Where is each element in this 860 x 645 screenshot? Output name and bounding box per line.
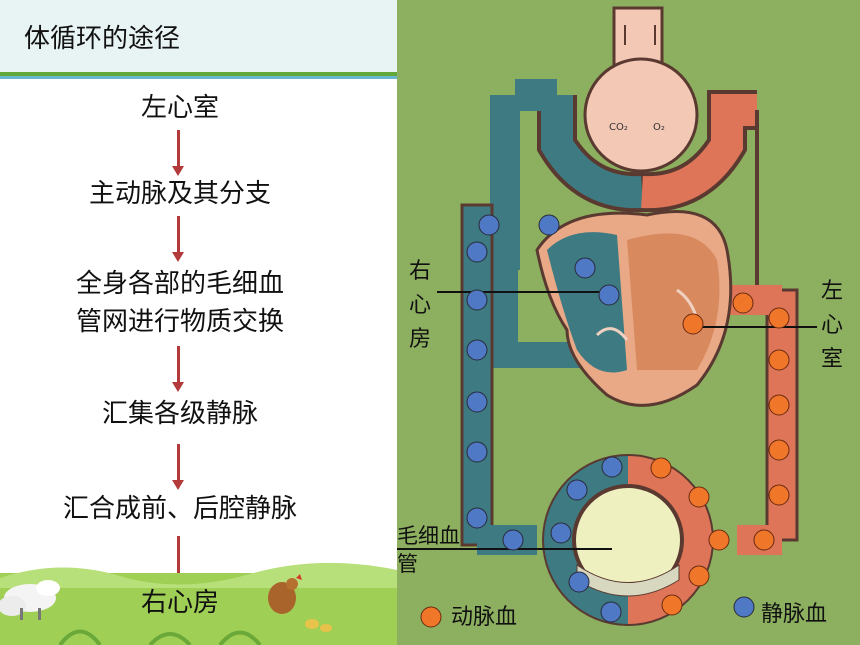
lung-shape [583, 57, 699, 173]
label-right-atrium-char: 房 [408, 327, 431, 352]
label-right-atrium: 右 心 房 [405, 255, 435, 357]
title-divider-accent [0, 76, 397, 79]
title-divider [0, 72, 397, 76]
legend-venous-label: 静脉血 [761, 602, 828, 627]
legend-arterial-dot [420, 606, 442, 628]
left-heart-shape [627, 233, 720, 370]
legend-arterial-label: 动脉血 [451, 605, 518, 630]
label-right-atrium-char: 心 [408, 293, 431, 318]
step-aorta: 主动脉及其分支 [88, 179, 271, 209]
label-capillary-line2: 管 [397, 552, 418, 576]
label-right-atrium-char: 右 [408, 259, 431, 284]
circulation-svg: CO₂ O₂ [397, 6, 817, 628]
lung-co2-text: CO₂ [609, 122, 628, 133]
flow-arrow [172, 216, 184, 262]
label-left-ventricle-char: 心 [820, 313, 843, 338]
legend-venous-dot [733, 596, 755, 618]
slide-title: 体循环的途径 [24, 24, 181, 54]
label-capillary-line1: 毛细血 [397, 524, 460, 548]
label-left-ventricle-char: 室 [820, 347, 843, 372]
label-capillary: 毛细血 管 [397, 522, 460, 578]
left-panel: 体循环的途径 左心室 主动脉及其分支 全身各部的毛细血 管网进行物质交换 汇集各… [0, 0, 397, 645]
circulation-diagram: CO₂ O₂ [397, 0, 860, 645]
right-heart-shape [547, 232, 627, 373]
lung-o2-text: O₂ [653, 122, 665, 133]
step-left-ventricle: 左心室 [140, 93, 219, 123]
flow-arrow [172, 130, 184, 176]
label-left-ventricle-char: 左 [820, 279, 843, 304]
venous-blood-dots [466, 214, 623, 623]
arterial-blood-dots [650, 292, 790, 616]
step-capillary-line2: 管网进行物质交换 [75, 307, 284, 337]
flow-arrow [172, 346, 184, 392]
step-right-atrium: 右心房 [140, 588, 219, 618]
title-bar: 体循环的途径 [0, 0, 397, 72]
step-vena-cava: 汇合成前、后腔静脉 [62, 494, 297, 524]
flow-arrow [172, 444, 184, 490]
step-veins: 汇集各级静脉 [101, 399, 258, 429]
step-capillary-line1: 全身各部的毛细血 [75, 269, 284, 299]
label-left-ventricle: 左 心 室 [817, 275, 847, 377]
grass-decoration [0, 562, 397, 645]
